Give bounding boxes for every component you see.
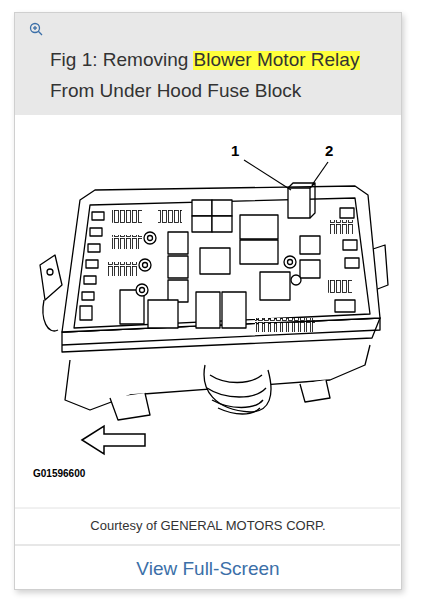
figure-code: G01596600	[33, 468, 123, 479]
callout-number: 2	[325, 142, 339, 159]
callout-number: 1	[231, 142, 245, 159]
fuse-block	[40, 183, 388, 420]
leader-line	[312, 162, 328, 185]
direction-arrow	[82, 426, 145, 454]
full-screen-link: View Full-Screen	[15, 558, 401, 580]
credit-caption: Courtesy of GENERAL MOTORS CORP.	[15, 518, 401, 533]
leader-line	[244, 160, 291, 190]
figure-title: Fig 1: Removing Blower Motor Relay From …	[50, 44, 380, 106]
zoom-icon	[31, 24, 43, 36]
separator-line	[15, 545, 400, 546]
separator-line	[15, 508, 400, 509]
